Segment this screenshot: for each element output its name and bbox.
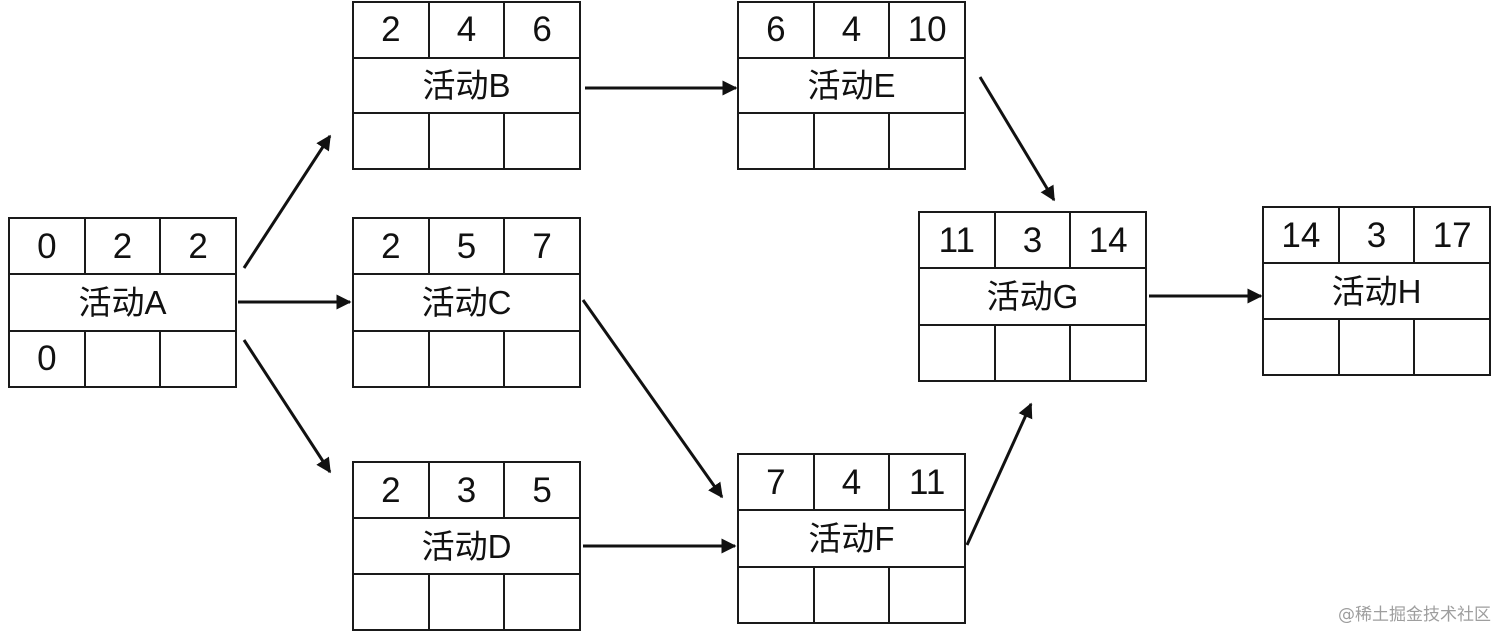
activity-g-float-cell: [995, 325, 1070, 380]
activity-c-ls-cell: [354, 331, 428, 386]
activity-a-float-cell: [85, 331, 160, 386]
activity-e-ef-cell: 10: [890, 3, 964, 57]
activity-e-es-cell: 6: [739, 3, 813, 57]
activity-a-ef-cell: 2: [161, 219, 235, 274]
activity-b-name: 活动B: [354, 58, 579, 113]
activity-f-name: 活动F: [739, 511, 964, 566]
activity-h-lf-cell: [1415, 320, 1489, 374]
activity-e-ls-cell: [739, 114, 813, 168]
activity-e-node: 6 4 10 活动E: [737, 1, 966, 170]
activity-b-node: 2 4 6 活动B: [352, 1, 581, 170]
arrow-a-to-d: [242, 339, 332, 474]
activity-a-name: 活动A: [10, 275, 235, 330]
activity-d-lf-cell: [505, 575, 579, 629]
activity-b-float-cell: [429, 114, 504, 168]
activity-b-ls-cell: [354, 114, 428, 168]
activity-e-duration-cell: 4: [814, 3, 889, 57]
activity-e-float-cell: [814, 114, 889, 168]
activity-d-ls-cell: [354, 575, 428, 629]
activity-h-ef-cell: 17: [1415, 208, 1489, 262]
activity-f-float-cell: [814, 567, 889, 622]
activity-c-float-cell: [429, 331, 504, 386]
watermark: @稀土掘金技术社区: [1338, 605, 1491, 625]
activity-b-lf-cell: [505, 114, 579, 168]
activity-d-node: 2 3 5 活动D: [352, 461, 581, 631]
activity-a-es-cell: 0: [10, 219, 84, 274]
activity-a-duration-cell: 2: [85, 219, 160, 274]
activity-h-name: 活动H: [1264, 264, 1489, 318]
activity-g-lf-cell: [1071, 325, 1145, 380]
arrow-e-to-g: [978, 76, 1056, 202]
activity-g-node: 11 3 14 活动G: [918, 211, 1147, 382]
activity-d-duration-cell: 3: [429, 463, 504, 517]
activity-d-ef-cell: 5: [505, 463, 579, 517]
arrow-f-to-g: [965, 402, 1033, 546]
arrow-a-to-b: [242, 134, 332, 269]
activity-d-es-cell: 2: [354, 463, 428, 517]
activity-h-duration-cell: 3: [1339, 208, 1414, 262]
activity-h-node: 14 3 17 活动H: [1262, 206, 1491, 376]
activity-a-lf-cell: [161, 331, 235, 386]
activity-f-es-cell: 7: [739, 455, 813, 510]
activity-f-ls-cell: [739, 567, 813, 622]
activity-e-name: 活动E: [739, 58, 964, 113]
activity-b-es-cell: 2: [354, 3, 428, 57]
activity-c-es-cell: 2: [354, 219, 428, 274]
activity-h-es-cell: 14: [1264, 208, 1338, 262]
activity-d-name: 活动D: [354, 519, 579, 573]
activity-g-name: 活动G: [920, 269, 1145, 324]
activity-c-name: 活动C: [354, 275, 579, 330]
activity-a-ls-cell: 0: [10, 331, 84, 386]
activity-d-float-cell: [429, 575, 504, 629]
activity-f-ef-cell: 11: [890, 455, 964, 510]
activity-f-lf-cell: [890, 567, 964, 622]
activity-f-duration-cell: 4: [814, 455, 889, 510]
activity-h-float-cell: [1339, 320, 1414, 374]
activity-c-node: 2 5 7 活动C: [352, 217, 581, 388]
activity-g-es-cell: 11: [920, 213, 994, 268]
activity-f-node: 7 4 11 活动F: [737, 453, 966, 624]
activity-h-ls-cell: [1264, 320, 1338, 374]
activity-e-lf-cell: [890, 114, 964, 168]
activity-g-duration-cell: 3: [995, 213, 1070, 268]
arrow-c-to-f: [581, 299, 724, 499]
activity-a-node: 0 2 2 活动A 0: [8, 217, 237, 388]
activity-c-lf-cell: [505, 331, 579, 386]
activity-g-ef-cell: 14: [1071, 213, 1145, 268]
activity-g-ls-cell: [920, 325, 994, 380]
activity-c-duration-cell: 5: [429, 219, 504, 274]
activity-b-duration-cell: 4: [429, 3, 504, 57]
activity-c-ef-cell: 7: [505, 219, 579, 274]
activity-b-ef-cell: 6: [505, 3, 579, 57]
